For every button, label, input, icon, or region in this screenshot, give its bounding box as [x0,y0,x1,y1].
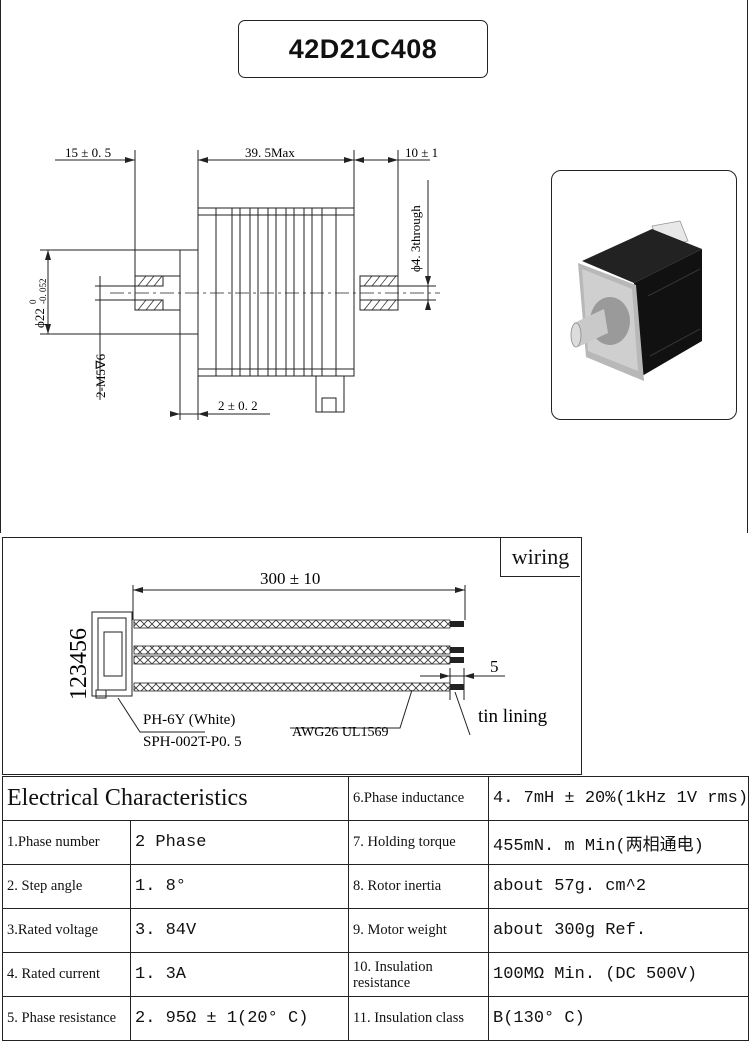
spec-row: Electrical Characteristics 6.Phase induc… [1,776,750,821]
wire-length: 300 ± 10 [260,569,320,588]
dim-diameter-tol-upper: 0 [28,299,38,304]
dim-diameter: ϕ22 [32,308,47,328]
dim-screw: 2-M5∇6 [93,353,108,398]
model-title: 42D21C408 [238,20,488,78]
spec-label: 4. Rated current [2,952,131,997]
spec-value: about 57g. cm^2 [488,864,750,909]
tin-lining-note: tin lining [478,706,548,727]
dim-diameter-tol-lower: -0. 052 [38,279,48,305]
spec-label: 1.Phase number [2,820,131,865]
wiring-label: wiring [500,537,580,577]
spec-value: 455mN. m Min(两相通电) [488,820,750,865]
spec-label: 9. Motor weight [348,908,490,953]
spec-label: 6.Phase inductance [348,776,490,821]
spec-value: B(130° C) [488,996,750,1041]
spec-row: 2. Step angle 1. 8° 8. Rotor inertia abo… [2,864,750,909]
dim-front-shaft: 15 ± 0. 5 [65,145,111,160]
spec-value: 4. 7mH ± 20%(1kHz 1V rms) [488,776,750,821]
spec-label: 8. Rotor inertia [348,864,490,909]
drawing-frame [0,0,748,533]
spec-value: 2 Phase [129,820,350,865]
spec-value: 1. 8° [129,864,350,909]
spec-label: 3.Rated voltage [2,908,131,953]
spec-value: 1. 3A [129,952,350,997]
spec-row: 5. Phase resistance 2. 95Ω ± 1(20° C) 11… [2,996,750,1041]
wire-spec: AWG26 UL1569 [292,725,388,740]
spec-value: about 300g Ref. [488,908,750,953]
spec-label: 7. Holding torque [348,820,490,865]
spec-value: 100MΩ Min. (DC 500V) [488,952,750,997]
spec-label: 11. Insulation class [348,996,490,1041]
spec-row: 3.Rated voltage 3. 84V 9. Motor weight a… [2,908,750,953]
wiring-diagram: 300 ± 10 123456 5 tin lining PH-6Y (Whit… [66,569,548,750]
dim-rear-shaft: 10 ± 1 [405,145,438,160]
pin-numbers: 123456 [66,628,92,700]
spec-label: 5. Phase resistance [2,996,131,1041]
spec-value: 3. 84V [129,908,350,953]
motor-photo [551,170,737,420]
spec-table: Electrical Characteristics 6.Phase induc… [1,776,750,1041]
dim-flange: 2 ± 0. 2 [218,398,258,413]
spec-label: 10. Insulation resistance [348,952,490,997]
terminal-part: SPH-002T-P0. 5 [143,734,242,750]
mechanical-drawing: 15 ± 0. 5 39. 5Max 10 ± 1 ϕ4. 3through ϕ… [28,145,440,420]
strip-length: 5 [490,657,499,676]
spec-heading: Electrical Characteristics [1,776,350,821]
spec-row: 1.Phase number 2 Phase 7. Holding torque… [2,820,750,865]
spec-label: 2. Step angle [2,864,131,909]
spec-value: 2. 95Ω ± 1(20° C) [129,996,350,1041]
housing-part: PH-6Y (White) [143,712,235,728]
dim-through-hole: ϕ4. 3through [408,205,423,272]
spec-row: 4. Rated current 1. 3A 10. Insulation re… [2,952,750,997]
dim-body-length: 39. 5Max [245,145,295,160]
wiring-frame [2,537,582,775]
